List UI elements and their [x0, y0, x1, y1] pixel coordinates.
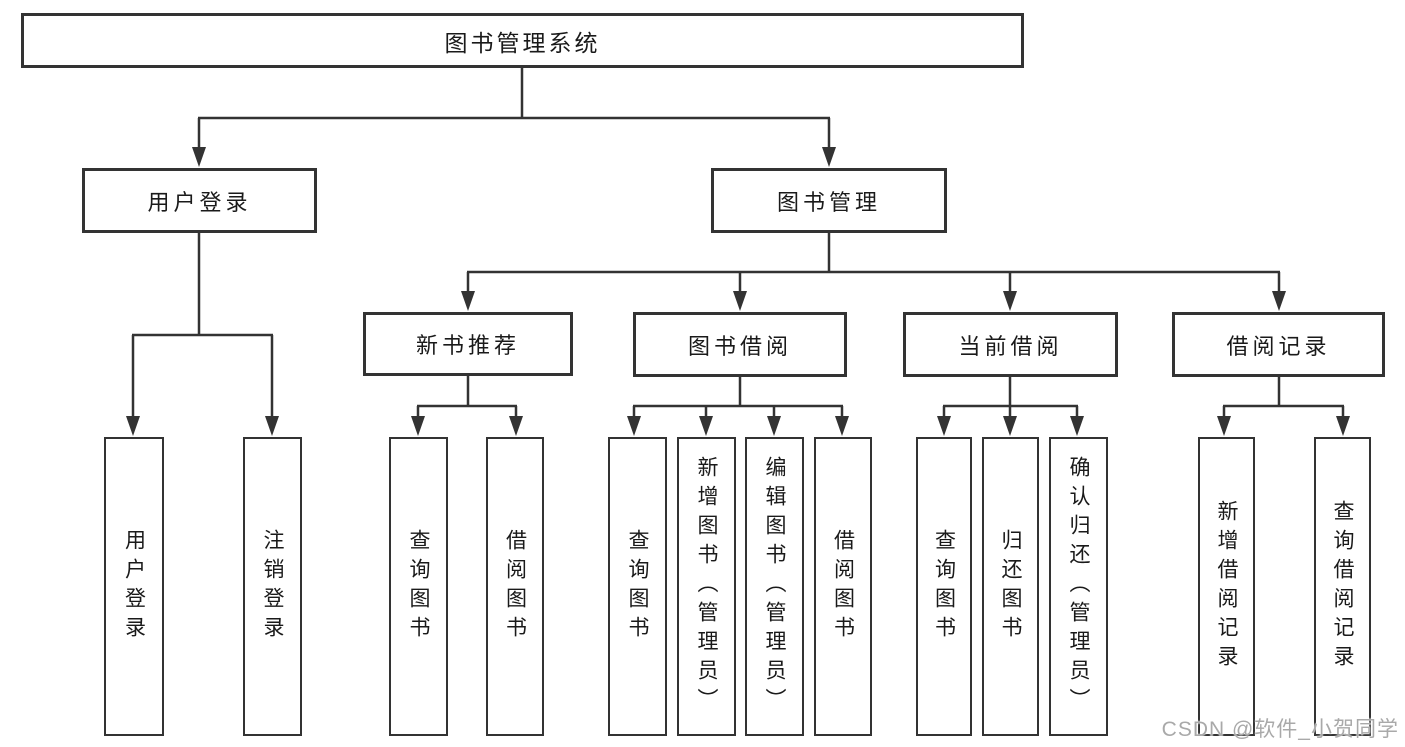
leaf-user-login: 用户登录	[104, 437, 164, 736]
node-current-borrow: 当前借阅	[903, 312, 1118, 377]
node-borrow-records: 借阅记录	[1172, 312, 1385, 377]
node-new-book-recommend: 新书推荐	[363, 312, 573, 376]
leaf-query-books-borrow: 查询图书	[608, 437, 667, 736]
leaf-add-books-admin: 新增图书（管理员）	[677, 437, 736, 736]
node-user-login: 用户登录	[82, 168, 317, 233]
leaf-query-borrow-record: 查询借阅记录	[1314, 437, 1371, 736]
leaf-query-books-recommend: 查询图书	[389, 437, 448, 736]
node-book-borrow: 图书借阅	[633, 312, 847, 377]
node-library-management-system: 图书管理系统	[21, 13, 1024, 68]
leaf-borrow-books-recommend: 借阅图书	[486, 437, 544, 736]
leaf-add-borrow-record: 新增借阅记录	[1198, 437, 1255, 736]
leaf-confirm-return-admin: 确认归还（管理员）	[1049, 437, 1108, 736]
watermark: CSDN @软件_小贺同学	[1161, 718, 1399, 741]
leaf-edit-books-admin: 编辑图书（管理员）	[745, 437, 804, 736]
leaf-return-books: 归还图书	[982, 437, 1039, 736]
node-book-management: 图书管理	[711, 168, 947, 233]
leaf-logout: 注销登录	[243, 437, 302, 736]
leaf-query-books-current: 查询图书	[916, 437, 972, 736]
leaf-borrow-books: 借阅图书	[814, 437, 872, 736]
